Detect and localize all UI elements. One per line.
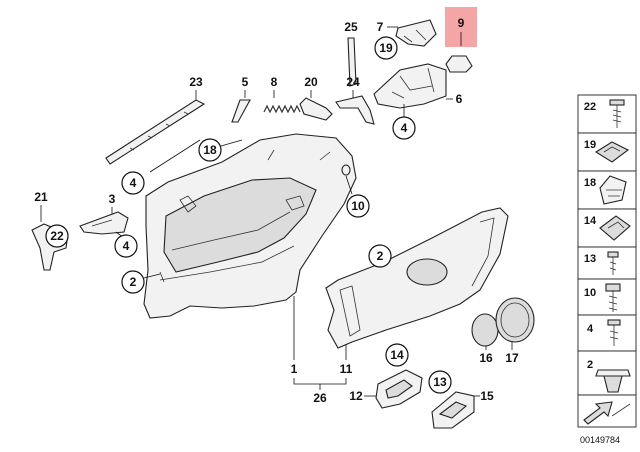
callout-4-c bbox=[392, 116, 416, 140]
callout-2-b bbox=[368, 244, 392, 268]
part-6-panel bbox=[373, 63, 447, 109]
label-16: 16 bbox=[479, 351, 493, 365]
screw-icon-2 bbox=[607, 319, 621, 346]
legend-cell-22 bbox=[577, 94, 637, 134]
callout-2-a bbox=[121, 270, 145, 294]
part-17-grille bbox=[495, 297, 535, 343]
callout-14 bbox=[385, 343, 409, 367]
label-22: 22 bbox=[50, 229, 64, 243]
legend-2: 2 bbox=[587, 359, 593, 371]
legend-19: 19 bbox=[584, 139, 596, 151]
screw-icon bbox=[609, 99, 625, 128]
label-13: 13 bbox=[433, 375, 447, 389]
label-1: 1 bbox=[291, 362, 298, 376]
label-23: 23 bbox=[189, 75, 203, 89]
callout-10 bbox=[346, 194, 370, 218]
label-25: 25 bbox=[344, 20, 358, 34]
bolt-icon bbox=[605, 283, 621, 312]
legend-14: 14 bbox=[584, 215, 597, 227]
label-20: 20 bbox=[304, 75, 318, 89]
label-3: 3 bbox=[109, 192, 116, 206]
fastener-legend: 22 19 18 14 13 10 4 2 bbox=[577, 94, 637, 428]
part-24-bracket bbox=[335, 95, 375, 125]
callout-4-b bbox=[114, 234, 138, 258]
part-5-strip bbox=[231, 99, 251, 123]
rivet-icon bbox=[595, 369, 631, 393]
label-24: 24 bbox=[346, 75, 360, 89]
label-11: 11 bbox=[340, 362, 353, 376]
part-20-clip bbox=[299, 97, 333, 121]
part-16-grille bbox=[471, 313, 499, 347]
legend-18: 18 bbox=[584, 177, 596, 189]
small-screw-icon bbox=[607, 251, 619, 275]
label-21: 21 bbox=[34, 190, 48, 204]
clip-icon-2 bbox=[599, 175, 627, 205]
label-26: 26 bbox=[313, 391, 327, 405]
part-23-strip bbox=[105, 99, 206, 165]
label-18: 18 bbox=[203, 143, 217, 157]
reference-number: 00149784 bbox=[580, 435, 620, 445]
label-4b: 4 bbox=[123, 239, 130, 253]
label-2b: 2 bbox=[377, 249, 384, 263]
callout-22 bbox=[45, 224, 69, 248]
label-4c: 4 bbox=[401, 121, 408, 135]
label-19: 19 bbox=[379, 41, 393, 55]
label-14: 14 bbox=[390, 348, 404, 362]
legend-22: 22 bbox=[584, 101, 596, 113]
label-10: 10 bbox=[351, 199, 365, 213]
callout-4-a bbox=[121, 171, 145, 195]
legend-10: 10 bbox=[584, 287, 596, 299]
legend-13: 13 bbox=[584, 253, 596, 265]
speaker-opening bbox=[406, 258, 448, 286]
direction-arrow-icon bbox=[583, 401, 631, 425]
label-15: 15 bbox=[480, 389, 494, 403]
legend-cell-4 bbox=[577, 314, 637, 352]
nut-clip-icon bbox=[599, 215, 631, 241]
part-9-cap bbox=[445, 55, 473, 73]
label-9: 9 bbox=[458, 16, 465, 30]
callout-19-top bbox=[374, 36, 398, 60]
part-8-spring bbox=[263, 104, 301, 114]
label-6: 6 bbox=[456, 92, 463, 106]
callout-13 bbox=[428, 370, 452, 394]
label-4a: 4 bbox=[130, 176, 137, 190]
part-25-pin bbox=[347, 37, 357, 87]
part-7-bracket bbox=[395, 19, 437, 47]
part-3-bracket bbox=[79, 211, 129, 235]
label-8: 8 bbox=[271, 75, 278, 89]
clip-icon bbox=[594, 141, 630, 163]
label-12: 12 bbox=[349, 389, 363, 403]
part-1-window-recess bbox=[163, 177, 317, 273]
callout-18 bbox=[198, 138, 222, 162]
label-2a: 2 bbox=[130, 275, 137, 289]
label-7: 7 bbox=[377, 20, 384, 34]
legend-4: 4 bbox=[587, 323, 594, 335]
label-5: 5 bbox=[242, 75, 249, 89]
label-17: 17 bbox=[505, 351, 519, 365]
